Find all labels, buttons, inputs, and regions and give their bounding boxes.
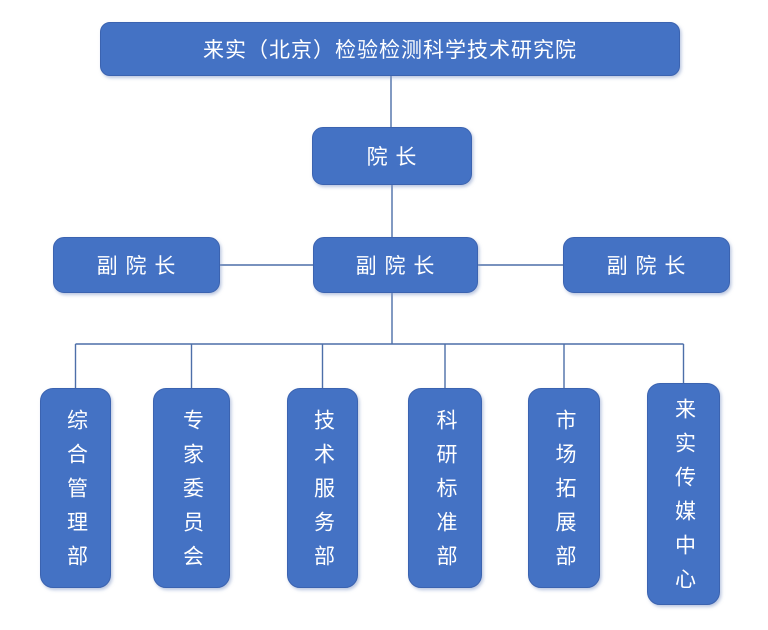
org-box-dept-general-management: 综合管理部 — [40, 388, 111, 588]
org-box-dept-technical-service: 技术服务部 — [287, 388, 358, 588]
org-box-vice-president-right: 副 院 长 — [563, 237, 730, 293]
org-box-president: 院 长 — [312, 127, 472, 185]
org-box-vice-president-left: 副 院 长 — [53, 237, 220, 293]
org-box-institute-title: 来实（北京）检验检测科学技术研究院 — [100, 22, 680, 76]
org-box-dept-research-standards: 科研标准部 — [408, 388, 482, 588]
org-box-dept-market-expansion: 市场拓展部 — [528, 388, 600, 588]
org-box-dept-expert-committee: 专家委员会 — [153, 388, 230, 588]
org-box-dept-media-center: 来实传媒中心 — [647, 383, 720, 605]
org-box-vice-president-center: 副 院 长 — [313, 237, 478, 293]
